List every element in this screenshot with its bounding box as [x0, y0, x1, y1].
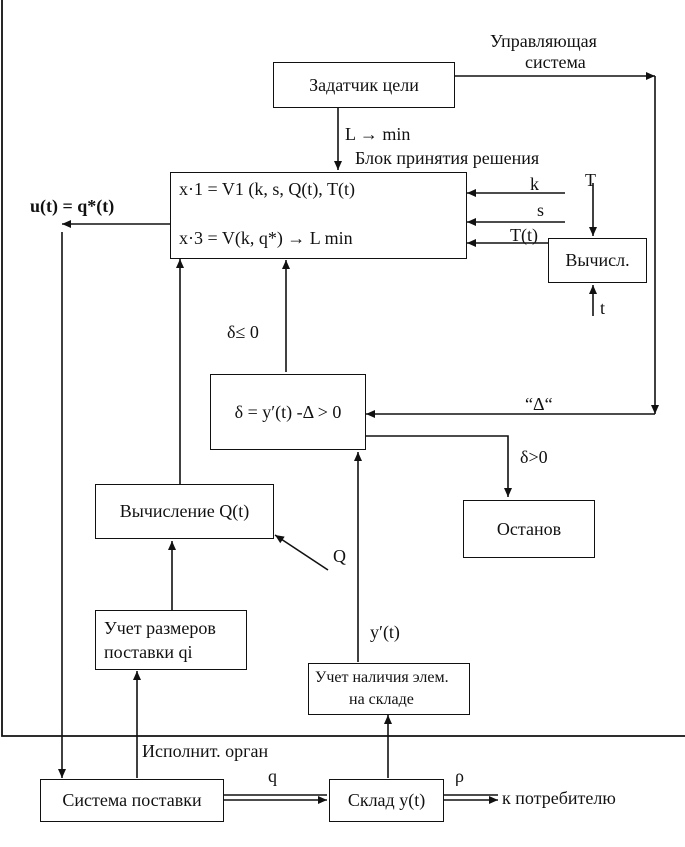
control-system-label: Управляющая: [490, 31, 597, 51]
u-of-t-label: u(t) = q*(t): [30, 196, 115, 216]
record-sizes-text-1: Учет размеров: [104, 618, 216, 638]
calc-q-box: Вычисление Q(t): [95, 484, 274, 539]
supply-system-text: Система поставки: [62, 790, 202, 811]
q-label: q: [268, 766, 277, 786]
executor-label: Исполнит. орган: [142, 741, 269, 761]
T-of-t-label: T(t): [510, 225, 538, 245]
Q-label: Q: [333, 546, 346, 566]
y-prime-label: y′(t): [370, 622, 400, 642]
delta-le-label: δ≤ 0: [227, 322, 259, 342]
delta-to-stop-arrow: [366, 435, 512, 497]
stop-box: Останов: [463, 500, 595, 558]
t-label: t: [600, 298, 606, 318]
Q-input-arrow: [274, 534, 329, 571]
delta-gt-label: δ>0: [520, 447, 548, 467]
s-label: s: [537, 200, 545, 220]
compute-text: Вычисл.: [565, 250, 630, 271]
T-label: T: [585, 170, 596, 190]
warehouse-text: Склад y(t): [347, 790, 426, 811]
record-sizes-box: Учет размеров поставки qi: [95, 610, 247, 670]
goal-setter-box: Задатчик цели: [273, 62, 455, 108]
decision-box: x·1 = V1 (k, s, Q(t), T(t) x·3 = V(k, q*…: [170, 172, 467, 259]
calc-q-text: Вычисление Q(t): [119, 501, 250, 522]
record-stock-text-2: на складе: [349, 691, 414, 708]
record-stock-text-1: Учет наличия элем.: [315, 669, 449, 686]
delta-box: δ = y′(t) -Δ > 0: [210, 374, 366, 450]
equation-2: x·3 = V(k, q*) → L min: [179, 228, 353, 248]
delta-text: δ = y′(t) -Δ > 0: [234, 401, 342, 422]
record-sizes-text-2: поставки qi: [104, 642, 193, 662]
rho-label: ρ: [455, 766, 464, 786]
to-consumer-label: к потребителю: [502, 788, 616, 808]
system-frame: [1, 0, 685, 737]
decision-block-title: Блок принятия решения: [355, 148, 540, 168]
stop-text: Останов: [496, 518, 562, 539]
equation-1: x·1 = V1 (k, s, Q(t), T(t): [179, 179, 355, 199]
delta-quote-label: “Δ“: [525, 394, 553, 414]
l-to-min-label: L → min: [345, 124, 411, 144]
supply-system-box: Система поставки: [40, 779, 224, 822]
compute-box: Вычисл.: [548, 238, 647, 283]
record-stock-box: Учет наличия элем. на складе: [308, 663, 470, 715]
goal-setter-text: Задатчик цели: [309, 74, 419, 95]
control-system-label-2: система: [525, 52, 586, 72]
warehouse-box: Склад y(t): [329, 779, 444, 822]
k-label: k: [530, 174, 539, 194]
